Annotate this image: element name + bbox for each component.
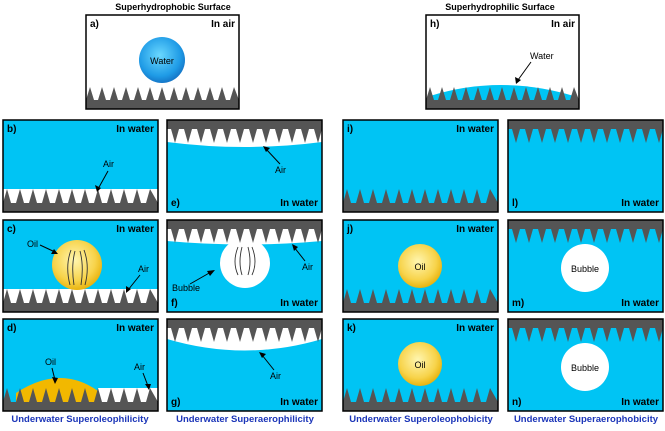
bubble-label: Bubble [571,264,599,274]
panel-j: Oil j) In water [342,219,499,313]
spikes [343,289,498,312]
caption-superaerophobicity: Underwater Superaerophobicity [514,414,659,425]
spikes [167,319,322,342]
oil-droplet [398,342,442,386]
panel-label: d) [7,323,16,334]
panel-label: i) [347,124,353,135]
panel-label: f) [171,298,178,309]
oil-droplet [52,240,102,290]
env-label: In water [280,198,318,209]
env-label: In water [280,298,318,309]
oil-film [16,377,98,405]
panel-label: c) [7,224,16,235]
panel-label: b) [7,124,16,135]
panel-k: Oil k) In water [342,318,499,412]
panel-label: j) [346,224,353,235]
panel-b: Air b) In water [2,119,159,213]
header-superhydrophilic: Superhydrophilic Surface [445,2,555,12]
bubble [561,244,609,292]
panel-label: a) [90,19,99,30]
caption-superoleophilicity: Underwater Superoleophilicity [11,414,149,425]
spikes [86,87,239,109]
panel-h: Water h) In air [425,14,580,110]
panel-label: m) [512,298,524,309]
panel-l: l) In water [507,119,664,213]
panel-a: Water a) In air [85,14,240,110]
flow-lines [234,246,256,276]
spikes [426,87,579,109]
caption-superaerophilicity: Underwater Superaerophilicity [176,414,315,425]
env-label: In water [280,397,318,408]
panel-g: Air g) In water [166,318,323,412]
panel-e: Air e) In water [166,119,323,213]
bubble-label: Bubble [571,363,599,373]
water-label: Water [530,51,554,61]
panel-i: i) In water [342,119,499,213]
spikes [343,189,498,212]
air-label: Air [138,264,149,274]
spikes [167,120,322,143]
bubble-label: Bubble [172,283,200,293]
bubble [220,238,270,288]
oil-label: Oil [45,357,56,367]
spikes [343,388,498,411]
oil-label: Oil [27,239,38,249]
spikes [3,289,158,312]
bubble [561,343,609,391]
env-label: In water [621,397,659,408]
header-superhydrophobic: Superhydrophobic Surface [115,2,231,12]
panel-m: Bubble m) In water [507,219,664,313]
env-label: In water [456,224,494,235]
water-droplet [139,37,185,83]
spikes [508,120,663,143]
air-label: Air [270,371,281,381]
oil-label: Oil [415,360,426,370]
oil-label: Oil [415,262,426,272]
env-label: In water [621,198,659,209]
flow-lines [67,249,88,286]
env-label: In air [551,19,575,30]
env-label: In water [456,323,494,334]
panel-f: Bubble Air f) In water [166,219,323,313]
air-label: Air [275,165,286,175]
panel-label: k) [347,323,356,334]
env-label: In water [456,124,494,135]
panel-label: n) [512,397,521,408]
caption-superoleophobicity: Underwater Superoleophobicity [349,414,493,425]
air-label: Air [103,159,114,169]
env-label: In water [116,323,154,334]
water-label: Water [150,56,174,66]
air-label: Air [134,362,145,372]
oil-droplet [398,244,442,288]
spikes [167,220,322,243]
panel-label: l) [512,198,518,209]
env-label: In water [621,298,659,309]
panel-label: e) [171,198,180,209]
panel-d: Oil Air d) In water [2,318,159,412]
panel-c: Oil Air c) In water [2,219,159,313]
spikes [508,220,663,243]
spikes [508,319,663,342]
panel-label: g) [171,397,180,408]
env-label: In water [116,124,154,135]
panel-label: h) [430,19,439,30]
env-label: In water [116,224,154,235]
air-label: Air [302,262,313,272]
spikes [3,388,158,411]
spikes [3,189,158,212]
panel-n: Bubble n) In water [507,318,664,412]
env-label: In air [211,19,235,30]
